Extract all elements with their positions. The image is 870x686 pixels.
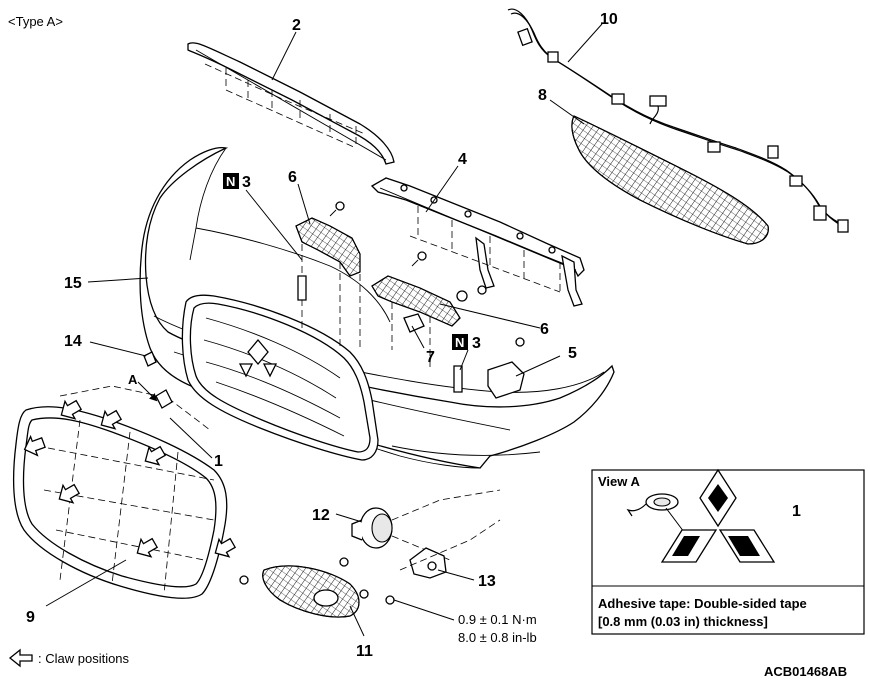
callout-12: 12 — [312, 507, 330, 524]
callout-3-upper: 3 — [242, 174, 251, 191]
claw-positions-legend: : Claw positions — [38, 651, 130, 666]
part-10-wiring-harness — [507, 8, 849, 233]
view-a-inset: View A 1 Adhesive tape: Double-sided tap… — [591, 468, 865, 635]
part-7-clip — [403, 313, 425, 333]
callout-1: 1 — [214, 453, 223, 470]
part-13-bracket — [409, 547, 447, 579]
callout-6-lower: 6 — [540, 321, 549, 338]
new-part-marker-2-text: N — [455, 335, 464, 350]
figure-code: ACB01468AB — [764, 664, 847, 679]
view-a-title: View A — [598, 474, 641, 489]
part-11-bezel — [262, 565, 360, 618]
part-4-upper-bar — [370, 177, 585, 307]
part-9-lower-grille — [12, 385, 228, 599]
part-5-bracket — [487, 361, 525, 399]
part-6-bracket-lower — [371, 275, 461, 327]
new-part-marker-1 — [223, 173, 239, 189]
part-1-emblem-on-grille — [247, 338, 269, 366]
part-14-clip — [143, 351, 157, 367]
callout-4: 4 — [458, 151, 467, 168]
part-9-grille-frame — [181, 294, 379, 461]
callout-6-upper: 6 — [288, 169, 297, 186]
type-label: <Type A> — [8, 14, 63, 29]
torque-imperial: 8.0 ± 0.8 in-lb — [458, 630, 537, 645]
torque-metric: 0.9 ± 0.1 N·m — [458, 612, 537, 627]
view-arrow-a-label: A — [128, 372, 138, 387]
part-8-grille-mesh — [571, 115, 769, 245]
new-part-marker-1-text: N — [226, 174, 235, 189]
callout-8: 8 — [538, 87, 547, 104]
view-a-note-line2: [0.8 mm (0.03 in) thickness] — [598, 614, 768, 629]
view-a-callout-1: 1 — [792, 503, 801, 520]
claw-arrow-legend-icon — [8, 648, 33, 668]
callout-14: 14 — [64, 333, 82, 350]
callout-5: 5 — [568, 345, 577, 362]
callout-10: 10 — [600, 11, 618, 28]
leader-lines — [45, 23, 797, 637]
callout-7: 7 — [426, 349, 435, 366]
callout-13: 13 — [478, 573, 496, 590]
view-a-note-line1: Adhesive tape: Double-sided tape — [598, 596, 807, 611]
part-6-bracket-upper — [295, 217, 361, 277]
fasteners — [143, 201, 525, 605]
part-2-upper-molding — [187, 42, 395, 165]
callout-11: 11 — [356, 643, 373, 660]
callout-3-lower: 3 — [472, 335, 481, 352]
callout-9: 9 — [26, 609, 35, 626]
part-12-fog-lamp — [351, 507, 393, 549]
callout-15: 15 — [64, 275, 82, 292]
view-arrow-a — [137, 381, 158, 402]
new-part-marker-2 — [452, 334, 468, 350]
claw-position-arrows — [23, 399, 237, 558]
callout-2: 2 — [292, 17, 301, 34]
